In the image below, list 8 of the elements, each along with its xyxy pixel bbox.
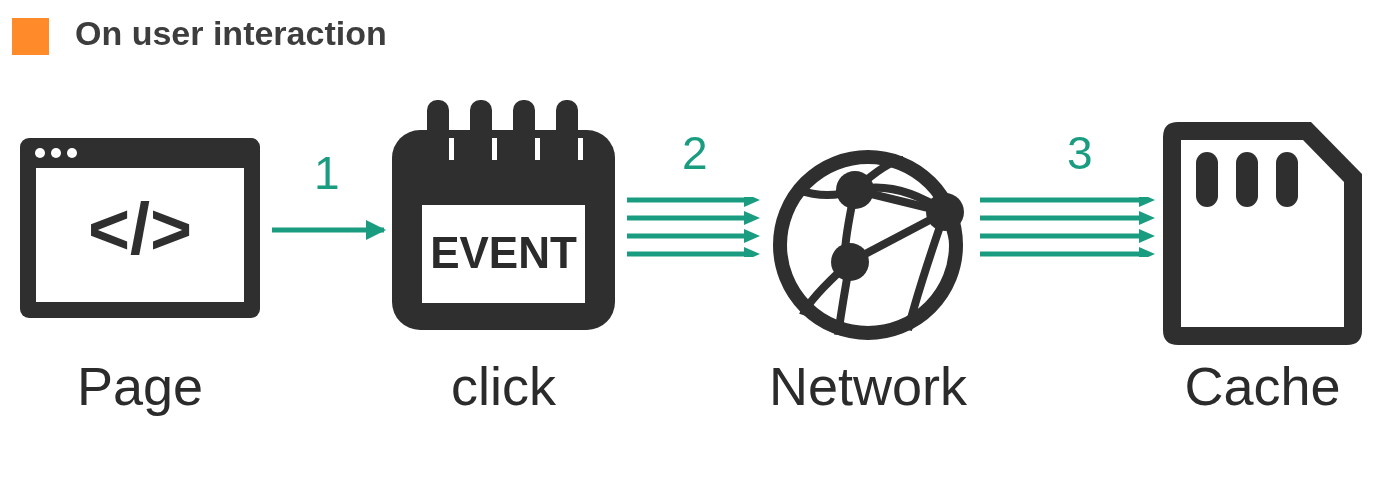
node-label: Cache — [1183, 355, 1342, 417]
icon-label: EVENT — [429, 228, 578, 278]
code-symbol: </> — [86, 188, 194, 270]
node-label: Network — [768, 355, 968, 417]
arrow — [272, 220, 386, 240]
title: On user interaction — [75, 14, 387, 53]
node-label: Page — [75, 355, 205, 417]
node-label: click — [450, 355, 557, 417]
